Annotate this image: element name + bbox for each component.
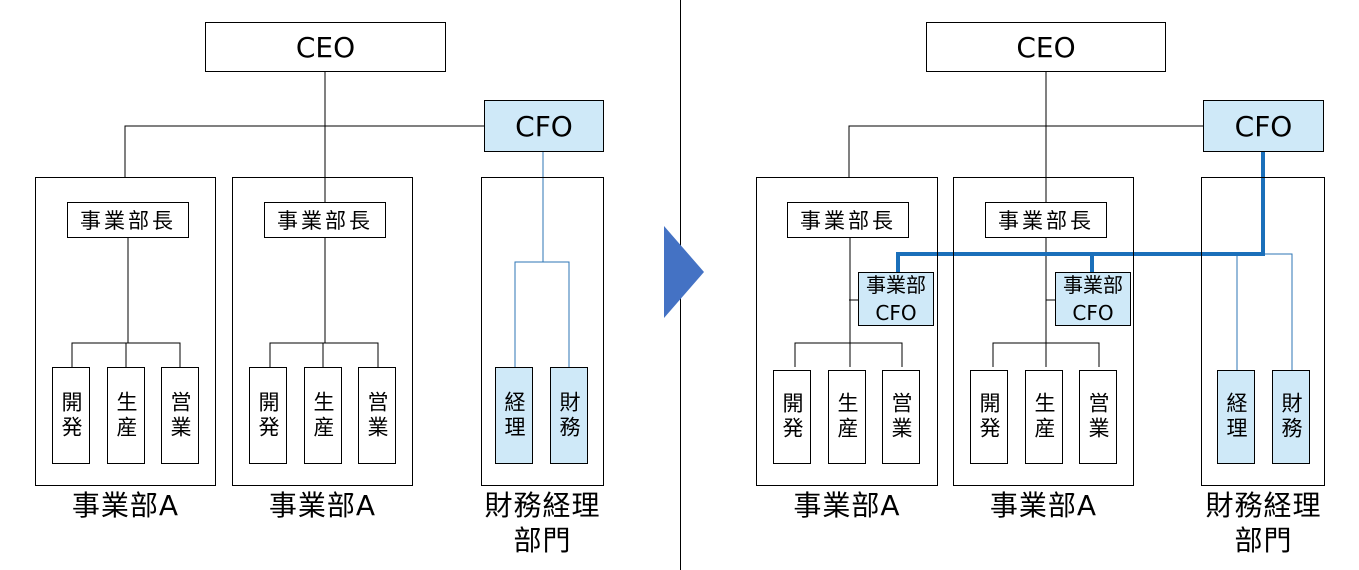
production-box: 生産 (107, 367, 145, 464)
dev-box: 開発 (52, 367, 90, 464)
dev-box: 開発 (773, 370, 811, 464)
division-a-caption: 事業部A (268, 489, 377, 522)
division-a-frame-2 (953, 177, 1134, 486)
ceo-box: CEO (205, 22, 446, 72)
arrow-right-icon (664, 226, 704, 318)
sales-box: 営業 (882, 370, 920, 464)
division-cfo-box: 事業部 CFO (1055, 272, 1131, 326)
division-head-box: 事業部長 (787, 202, 909, 238)
sales-box: 営業 (161, 367, 199, 464)
accounting-box: 経理 (1217, 370, 1255, 464)
division-a-caption: 事業部A (793, 489, 901, 522)
sales-box: 営業 (358, 367, 396, 464)
finance-dept-frame (1201, 177, 1325, 486)
division-cfo-box: 事業部 CFO (858, 272, 934, 326)
ceo-box: CEO (926, 22, 1166, 72)
division-a-caption: 事業部A (71, 489, 180, 522)
finance-box: 財務 (550, 367, 588, 464)
cfo-box: CFO (484, 100, 604, 152)
division-head-box: 事業部長 (67, 202, 189, 238)
division-a-frame-1 (35, 177, 216, 486)
division-a-caption: 事業部A (989, 489, 1098, 522)
finance-dept-caption: 財務経理 部門 (484, 489, 601, 557)
division-a-frame-1 (756, 177, 938, 486)
division-head-box: 事業部長 (985, 202, 1107, 238)
finance-dept-caption: 財務経理 部門 (1205, 489, 1322, 557)
dev-box: 開発 (970, 370, 1008, 464)
division-a-frame-2 (232, 177, 413, 486)
sales-box: 営業 (1079, 370, 1117, 464)
finance-box: 財務 (1272, 370, 1310, 464)
division-head-box: 事業部長 (264, 202, 386, 238)
cfo-label: CFO (515, 109, 573, 143)
ceo-label: CEO (295, 30, 356, 64)
dev-box: 開発 (249, 367, 287, 464)
accounting-box: 経理 (495, 367, 533, 464)
cfo-box: CFO (1203, 100, 1324, 152)
production-box: 生産 (828, 370, 866, 464)
production-box: 生産 (1025, 370, 1063, 464)
finance-dept-frame (481, 177, 604, 486)
production-box: 生産 (304, 367, 342, 464)
